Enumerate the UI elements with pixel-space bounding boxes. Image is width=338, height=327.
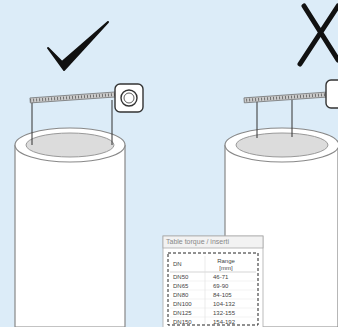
table-cell: 69-90	[213, 283, 228, 290]
table-cell: 132-155	[213, 310, 235, 317]
pipe-correct	[15, 22, 143, 327]
cross-mark	[300, 6, 338, 64]
table-cell: DN100	[173, 301, 192, 308]
table-cell: 46-71	[213, 274, 228, 281]
table-header: DN	[173, 261, 182, 268]
table-cell: 84-105	[213, 292, 232, 299]
table-cell: DN80	[173, 292, 188, 299]
table-header: Range [mm]	[211, 258, 241, 271]
table-cell: DN65	[173, 283, 188, 290]
table-cell: 154-192	[213, 319, 235, 326]
table-cell: 104-132	[213, 301, 235, 308]
table-cell: DN150	[173, 319, 192, 326]
table-cell: DN50	[173, 274, 188, 281]
table-title: Table torque / inserti	[166, 238, 229, 246]
check-mark	[48, 22, 108, 70]
table-card	[163, 236, 263, 327]
table-cell: DN125	[173, 310, 192, 317]
